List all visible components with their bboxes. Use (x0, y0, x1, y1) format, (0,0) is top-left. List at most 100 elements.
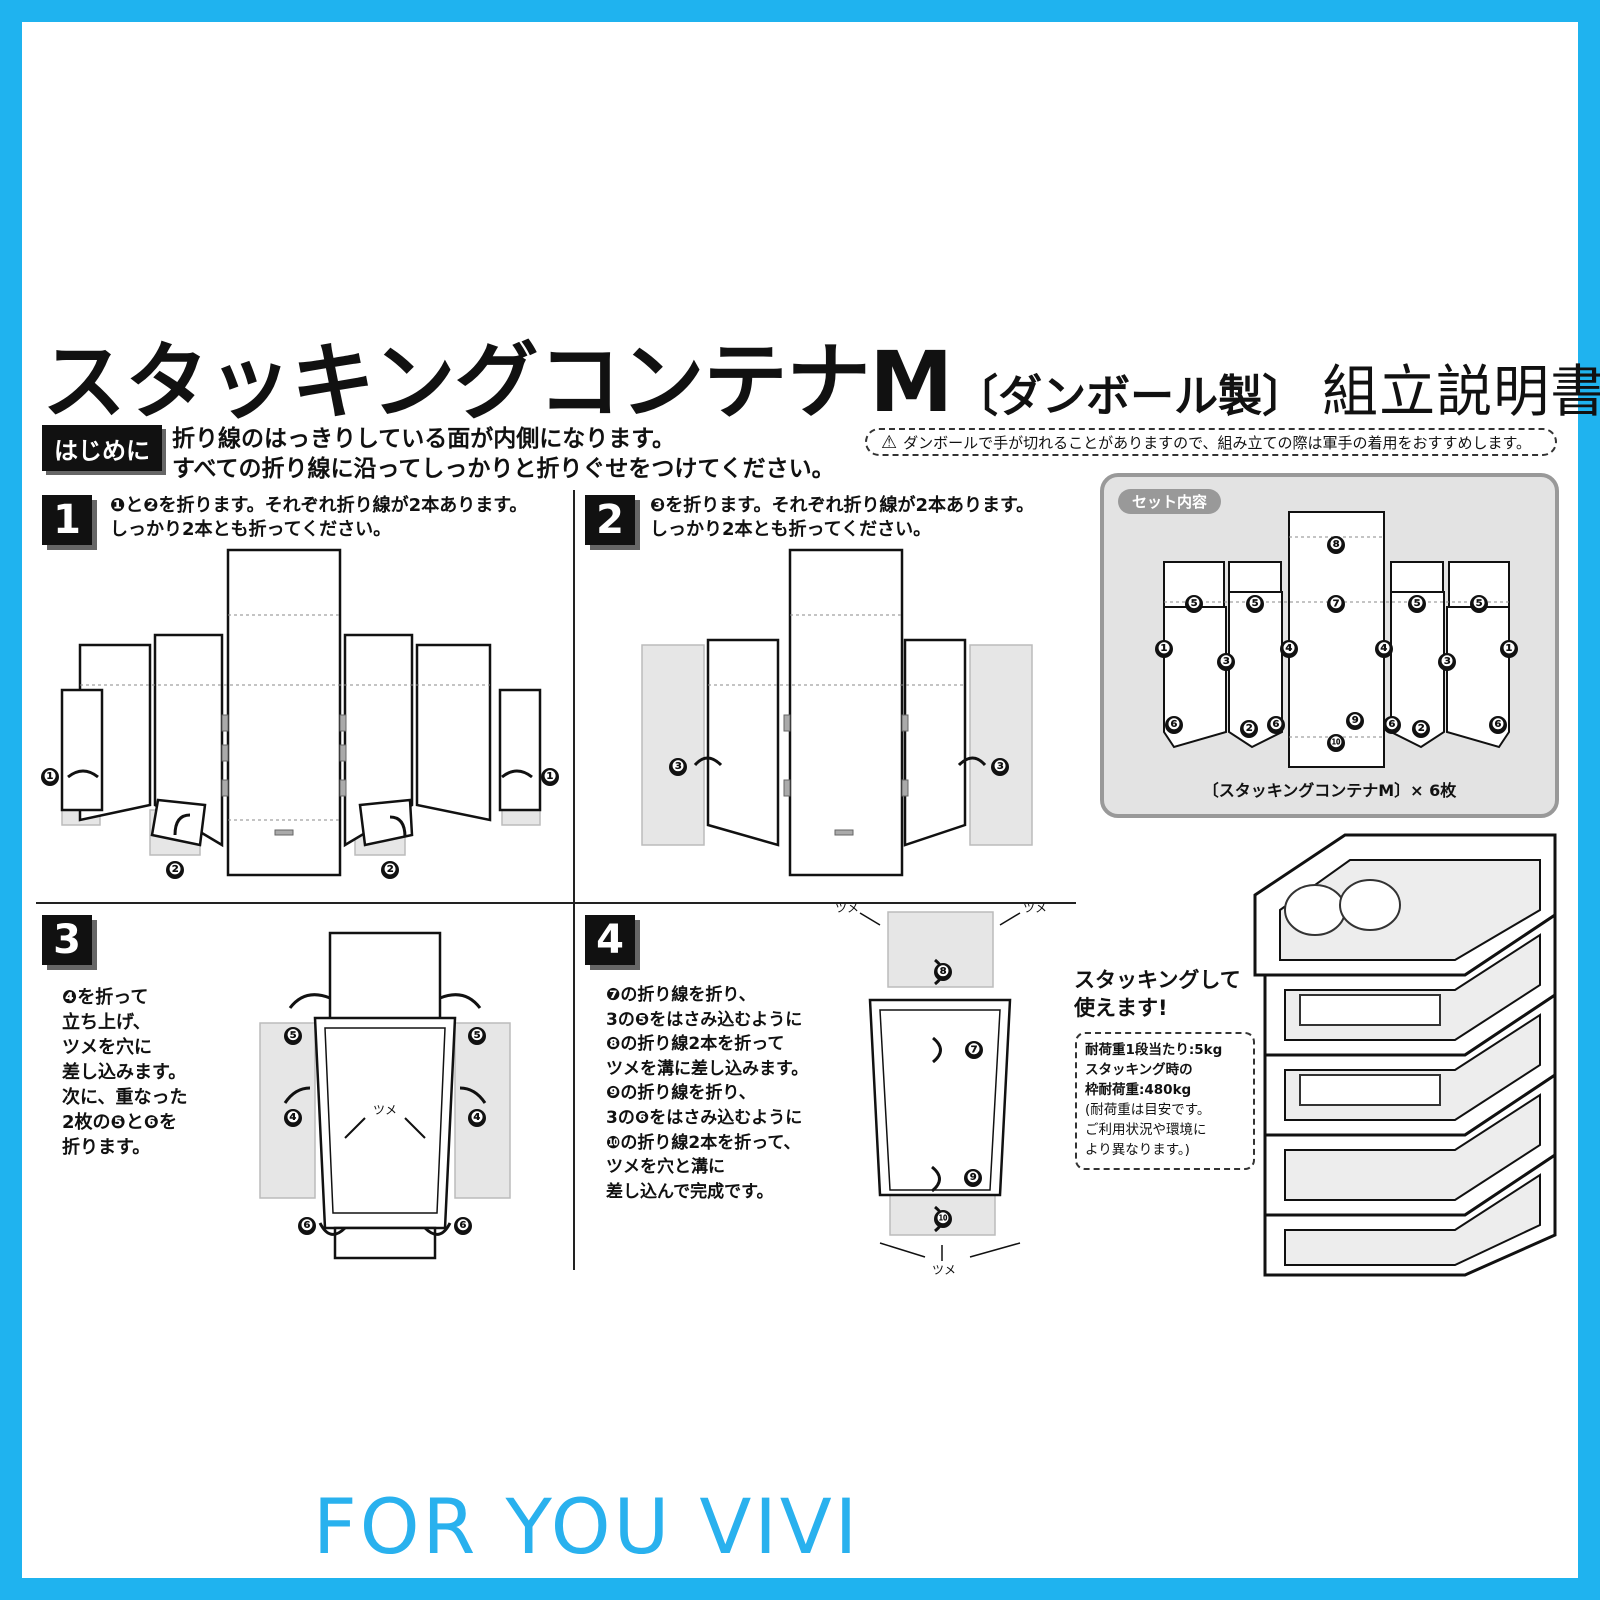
intro-line: すべての折り線に沿ってしっかりと折りぐせをつけてください。 (172, 456, 835, 482)
step-4-line: ❾の折り線を折り、 (606, 1083, 756, 1104)
label-9: ❾ (967, 1168, 980, 1186)
warning-icon: ⚠ (881, 431, 898, 453)
label-7: ❼ (1330, 594, 1343, 612)
tsume-label: ツメ (932, 1263, 956, 1277)
step-3-line: 次に、重なった (62, 1087, 188, 1108)
step-4-diagram: ツメ ツメ ツメ ❽ ❼ ❾ ❿ (835, 901, 1047, 1277)
step-2-line: しっかり2本とも折ってください。 (650, 519, 932, 540)
label-6: ❻ (1168, 715, 1181, 733)
intro-line: 折り線のはっきりしている面が内側になります。 (172, 426, 676, 452)
label-4: ❹ (1283, 639, 1296, 657)
step-3-number: 3 (42, 915, 92, 965)
title-tail: 組立説明書 (1322, 360, 1600, 425)
step-1-diagram: ❶ ❶ ❷ ❷ (41, 548, 559, 879)
label-8: ❽ (1330, 535, 1343, 553)
step-4-line: ツメを穴と溝に (606, 1157, 725, 1178)
label-5: ❺ (471, 1026, 484, 1044)
title-main: スタッキングコンテナM (42, 333, 953, 431)
step-4-line: ❽の折り線2本を折って (606, 1034, 785, 1055)
label-5: ❺ (1249, 594, 1262, 612)
page-title: スタッキングコンテナM〔ダンボール製〕組立説明書 (42, 315, 1600, 436)
label-3: ❸ (1441, 652, 1454, 670)
label-6: ❻ (1270, 715, 1283, 733)
step-3-line: 2枚の❺と❻を (62, 1112, 178, 1133)
set-contents-panel: セット内容 ❽ ❺ ❺ ❼ ❺ (1100, 473, 1559, 818)
tsume-label: ツメ (373, 1103, 397, 1117)
step-4-line: 3の❺をはさみ込むように (606, 1009, 803, 1030)
spec-note: より異なります。) (1085, 1142, 1190, 1158)
label-7: ❼ (968, 1040, 981, 1058)
label-1: ❶ (544, 767, 557, 785)
step-3-text: ❹を折って 立ち上げ、 ツメを穴に 差し込みます。 次に、重なった 2枚の❺と❻… (62, 985, 187, 1160)
tsume-label: ツメ (835, 901, 859, 915)
step-3-line: 差し込みます。 (62, 1062, 187, 1083)
label-5: ❺ (1188, 594, 1201, 612)
spec-note: (耐荷重は目安です。 (1085, 1102, 1211, 1118)
stacking-title-line: スタッキングして (1074, 968, 1241, 992)
step-4-line: 3の❻をはさみ込むように (606, 1107, 803, 1128)
step-4-number: 4 (585, 915, 635, 965)
label-1: ❶ (44, 767, 57, 785)
step-1-line: ❶と❷を折ります。それぞれ折り線が2本あります。 (110, 495, 528, 516)
label-10: ❿ (937, 1209, 950, 1227)
label-3: ❸ (1220, 652, 1233, 670)
label-5: ❺ (1473, 594, 1486, 612)
label-8: ❽ (937, 962, 950, 980)
divider-vertical (573, 490, 575, 1270)
label-6: ❻ (1386, 715, 1399, 733)
label-2: ❷ (1415, 719, 1428, 737)
caution-note: ⚠ ダンボールで手が切れることがありますので、組み立ての際は軍手の着用をおすすめ… (865, 428, 1557, 456)
label-10: ❿ (1330, 733, 1343, 751)
set-contents-caption: 〔スタッキングコンテナM〕× 6枚 (1202, 781, 1457, 800)
title-sub: 〔ダンボール製〕 (954, 371, 1307, 422)
label-2: ❷ (384, 860, 397, 878)
label-2: ❷ (1243, 719, 1256, 737)
label-3: ❸ (672, 757, 685, 775)
label-6: ❻ (457, 1216, 470, 1234)
tsume-label: ツメ (1023, 901, 1047, 915)
step-4-line: ❿の折り線2本を折って、 (606, 1132, 801, 1153)
label-1: ❶ (1503, 639, 1516, 657)
label-5: ❺ (287, 1026, 300, 1044)
label-4: ❹ (287, 1108, 300, 1126)
intro-tag: はじめに (42, 425, 162, 471)
label-5: ❺ (1411, 594, 1424, 612)
label-9: ❾ (1349, 711, 1362, 729)
step-1-line: しっかり2本とも折ってください。 (110, 519, 392, 540)
label-4: ❹ (1378, 639, 1391, 657)
divider-horizontal (36, 902, 1076, 904)
label-1: ❶ (1158, 639, 1171, 657)
label-4: ❹ (471, 1108, 484, 1126)
set-contents-tag: セット内容 (1118, 489, 1222, 514)
stacking-title: スタッキングして 使えます! (1074, 966, 1241, 1022)
step-4-text: ❼の折り線を折り、 3の❺をはさみ込むように ❽の折り線2本を折って ツメを溝に… (606, 983, 808, 1204)
step-2-text: ❸を折ります。それぞれ折り線が2本あります。 しっかり2本とも折ってください。 (650, 494, 1034, 542)
caution-text: ダンボールで手が切れることがありますので、組み立ての際は軍手の着用をおすすめしま… (903, 433, 1532, 452)
spec-line: 耐荷重1段当たり:5kg (1085, 1042, 1223, 1058)
label-2: ❷ (169, 860, 182, 878)
step-1-number: 1 (42, 495, 92, 545)
step-4-line: 差し込んで完成です。 (606, 1181, 774, 1202)
step-3-line: 立ち上げ、 (62, 1012, 151, 1033)
step-4-line: ツメを溝に差し込みます。 (606, 1058, 809, 1079)
spec-line: スタッキング時の (1085, 1062, 1193, 1078)
step-1-text: ❶と❷を折ります。それぞれ折り線が2本あります。 しっかり2本とも折ってください… (110, 494, 527, 542)
spec-line: 枠耐荷重:480kg (1085, 1082, 1192, 1098)
set-contents-diagram: ❽ ❺ ❺ ❼ ❺ ❺ ❶ ❸ ❹ ❹ ❸ ❶ ❻ ❷ ❻ ❾ ❿ ❻ ❷ ❻ (1155, 511, 1518, 768)
step-3-line: ❹を折って (62, 987, 149, 1008)
load-spec-box: 耐荷重1段当たり:5kg スタッキング時の 枠耐荷重:480kg (耐荷重は目安… (1075, 1032, 1255, 1170)
step-3-line: 折ります。 (62, 1137, 151, 1158)
label-6: ❻ (1492, 715, 1505, 733)
label-3: ❸ (994, 757, 1007, 775)
stacked-containers-illustration (1253, 833, 1557, 1277)
step-3-line: ツメを穴に (62, 1037, 152, 1058)
step-4-line: ❼の折り線を折り、 (606, 985, 756, 1005)
brand-watermark: FOR YOU VIVI (313, 1482, 861, 1571)
step-2-number: 2 (585, 495, 635, 545)
label-6: ❻ (301, 1216, 314, 1234)
stacking-title-line: 使えます! (1074, 996, 1168, 1020)
step-2-line: ❸を折ります。それぞれ折り線が2本あります。 (650, 495, 1035, 516)
intro-text: 折り線のはっきりしている面が内側になります。 すべての折り線に沿ってしっかりと折… (172, 424, 835, 484)
step-2-diagram: ❸ ❸ (641, 548, 1033, 877)
spec-note: ご利用状況や環境に (1085, 1122, 1207, 1138)
